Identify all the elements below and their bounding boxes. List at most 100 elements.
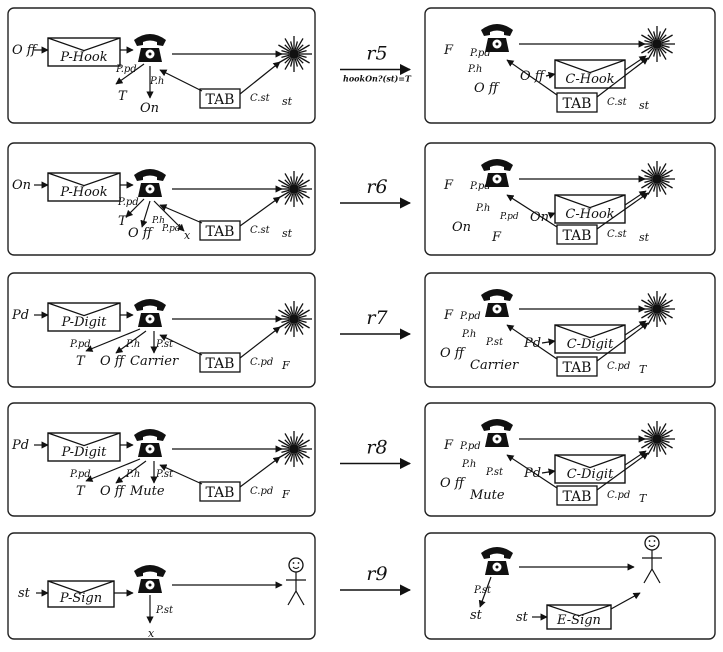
edge-end-label: T [639, 363, 648, 376]
node-label: On [452, 220, 471, 235]
rule-row-9: r9stP-SignP.stxP.stststE-Sign [8, 533, 715, 640]
edge-label: P.pd [115, 64, 137, 75]
rule-row-5: r5 hookOn?(st)=T O ff P-HookTAB C.st st P.pd P.… [8, 8, 715, 123]
tab-label: TAB [563, 228, 592, 244]
person-icon [286, 558, 306, 605]
tab-label: TAB [563, 360, 592, 376]
telephone-dial-center [149, 584, 152, 587]
edge-label: P.pd [69, 339, 91, 350]
input-label: st [18, 586, 31, 601]
rule-label: r6 [366, 176, 387, 198]
edge-label: P.pd [69, 469, 91, 480]
node-label: F [443, 308, 454, 323]
node-label: F [443, 43, 454, 58]
edge-end-label: F [281, 488, 290, 501]
tab-sun-link [240, 197, 280, 226]
edge-end-label: T [639, 492, 648, 505]
edge-label: P.h [461, 329, 476, 340]
person-leg [296, 591, 304, 605]
person-head [289, 558, 303, 572]
tab-box: TAB [557, 486, 597, 505]
edge-label: P.st [485, 467, 504, 478]
person-eye [293, 562, 295, 564]
envelope-label: C-Hook [565, 72, 614, 87]
telephone-icon [134, 299, 166, 327]
node-label: T [118, 89, 128, 104]
tab-box: TAB [557, 225, 597, 244]
person-eye [649, 540, 651, 542]
edge-label: P.pd [117, 197, 139, 208]
envelope-icon: E-Sign [547, 605, 611, 629]
person-icon [642, 536, 662, 583]
telephone-handset [481, 419, 513, 431]
input-arrow [550, 213, 555, 215]
rule-condition: hookOn?(st)=T [343, 74, 412, 84]
node-label: Carrier [130, 354, 179, 369]
envelope-label: C-Digit [567, 467, 614, 482]
envelope-icon: P-Hook [48, 38, 120, 66]
edge-end-label: st [282, 95, 293, 108]
envelope-icon: P-Sign [48, 581, 114, 607]
sun-icon [276, 171, 312, 207]
node-label: x [184, 229, 191, 242]
sun-icon [276, 36, 312, 72]
edge-label: P.h [467, 64, 482, 75]
person-leg [652, 569, 660, 583]
tab-label: TAB [206, 485, 235, 501]
tab-box: TAB [200, 221, 240, 240]
input-label: Pd [523, 336, 541, 351]
rule-row-7: r7PdP-DigitTABC.pdFP.pdP.hP.stTO ffCarri… [8, 273, 715, 387]
edge-label: P.h [461, 459, 476, 470]
edge-label: C.st [607, 229, 628, 240]
sun-icon [276, 301, 312, 337]
tab-label: TAB [563, 489, 592, 505]
edge-label: C.pd [607, 490, 630, 501]
input-label: Pd [11, 438, 29, 453]
telephone-icon [134, 169, 166, 197]
edge-label: P.pd [499, 212, 519, 222]
edge-label: P.h [475, 203, 490, 214]
edge-end-label: st [282, 227, 293, 240]
node-label: O ff [440, 476, 467, 491]
envelope-label: C-Digit [567, 337, 614, 352]
node-label: F [491, 230, 502, 245]
envelope-icon: C-Digit [555, 325, 625, 353]
sun-core [289, 314, 299, 324]
telephone-handset [481, 159, 513, 171]
input-label: O ff [520, 69, 547, 84]
edge-label: C.st [250, 93, 271, 104]
telephone-dial-center [496, 43, 499, 46]
edge-label: P.pd [459, 311, 481, 322]
node-label: O ff [440, 346, 467, 361]
telephone-dial-center [149, 188, 152, 191]
telephone-icon [134, 565, 166, 593]
msg-sun-arrow [625, 191, 646, 205]
telephone-dial-center [496, 178, 499, 181]
edge-label: C.pd [250, 486, 273, 497]
node-label: F [443, 438, 454, 453]
tab-sun-link [240, 62, 280, 94]
node-label: T [76, 484, 86, 499]
sun-core [652, 174, 662, 184]
edge-label: C.st [607, 97, 628, 108]
tab-link [160, 70, 202, 91]
telephone-handset [481, 24, 513, 36]
telephone-icon [134, 429, 166, 457]
node-label: T [76, 354, 86, 369]
tab-label: TAB [206, 92, 235, 108]
sun-core [652, 304, 662, 314]
rule-label: r8 [366, 437, 387, 459]
telephone-dial-center [496, 308, 499, 311]
envelope-label: C-Hook [565, 207, 614, 222]
telephone-icon [134, 34, 166, 62]
telephone-handset [134, 565, 166, 577]
tab-box: TAB [200, 353, 240, 372]
edge [142, 201, 150, 227]
edge-label: P.st [485, 337, 504, 348]
rule-label: r5 [366, 43, 387, 65]
rule-label: r7 [366, 307, 388, 329]
edge-label: C.pd [607, 361, 630, 372]
input-arrow [542, 471, 555, 473]
envelope-icon: C-Digit [555, 455, 625, 483]
